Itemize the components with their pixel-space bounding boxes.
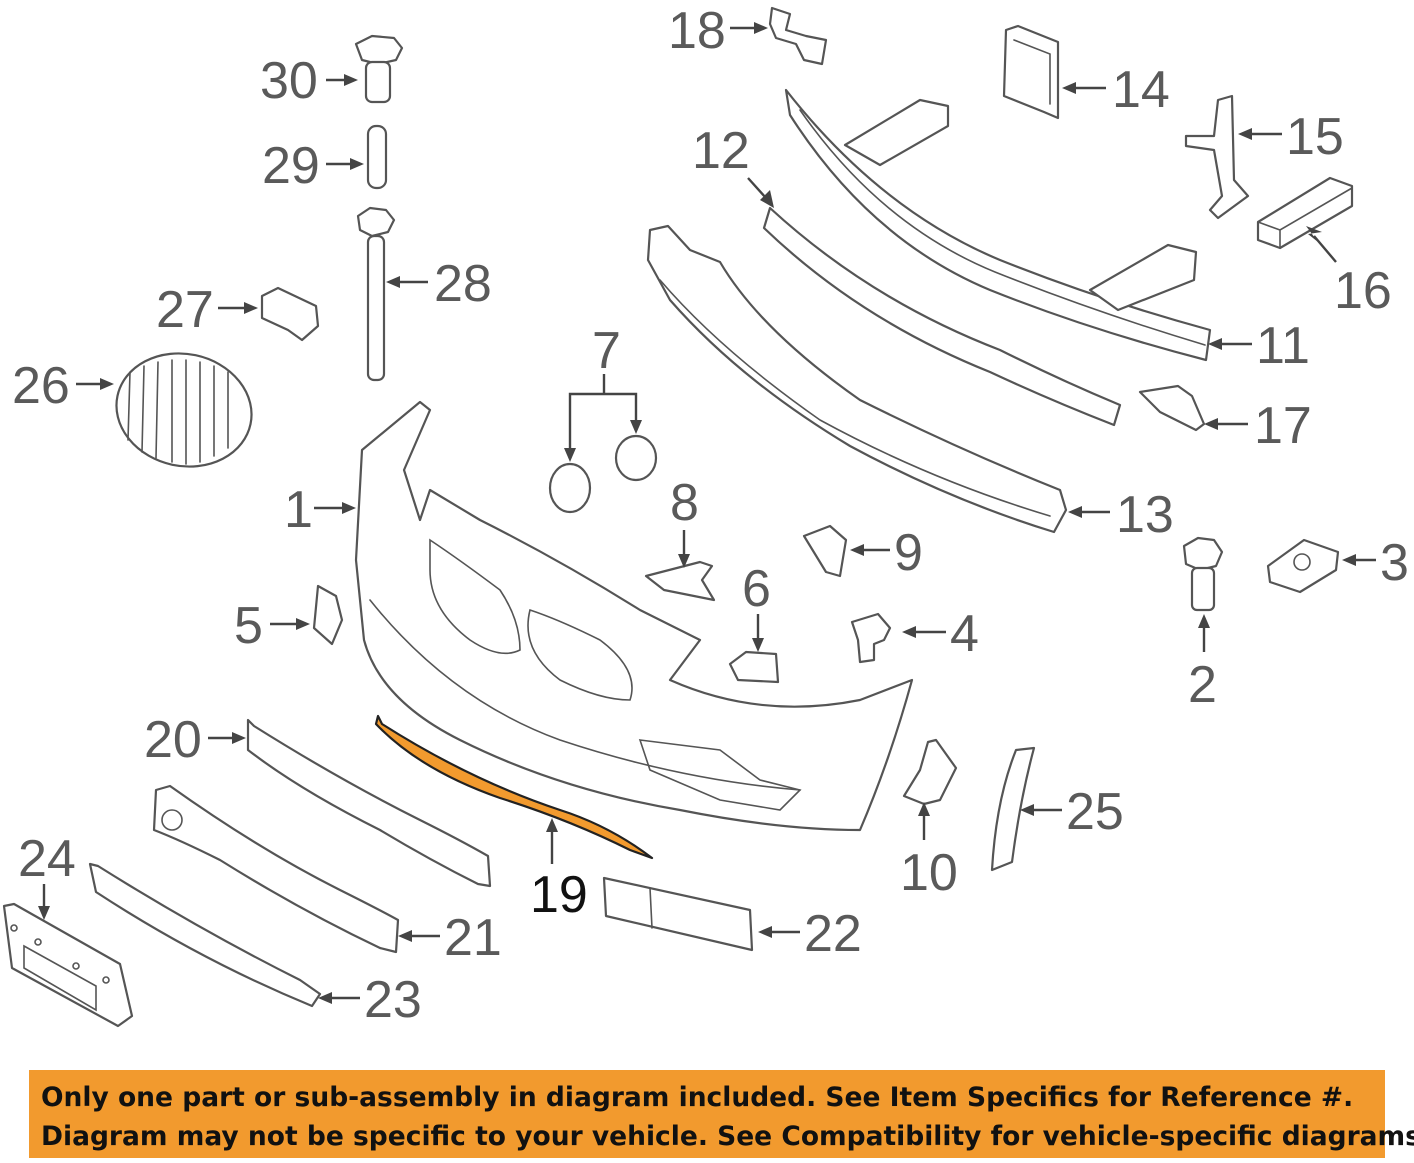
callout-25: 25: [1066, 783, 1124, 841]
part-29-pin: [366, 124, 388, 190]
callout-10: 10: [900, 844, 958, 902]
callout-27: 27: [156, 281, 214, 339]
callout-24: 24: [18, 830, 76, 888]
part-3-nut-plate: [1266, 538, 1340, 594]
callout-30: 30: [260, 52, 318, 110]
part-16-block: [1256, 176, 1354, 250]
callout-1: 1: [284, 481, 313, 539]
part-8-bracket: [644, 560, 716, 602]
part-14-bracket: [1002, 24, 1060, 120]
part-17-deflector: [1138, 384, 1206, 432]
part-4-nut: [850, 612, 892, 664]
callout-14: 14: [1112, 61, 1170, 119]
part-27-clip: [260, 286, 320, 342]
callout-22: 22: [804, 905, 862, 963]
part-2-screw: [1182, 536, 1224, 612]
disclaimer-banner: Only one part or sub-assembly in diagram…: [29, 1070, 1414, 1158]
part-15-bracket: [1184, 94, 1250, 220]
part-23-strip: [88, 862, 322, 1008]
part-30-bolt: [354, 34, 404, 104]
callout-29: 29: [262, 137, 320, 195]
callout-5: 5: [234, 597, 263, 655]
part-20-strip: [246, 718, 492, 888]
callout-13: 13: [1116, 486, 1174, 544]
callout-28: 28: [434, 255, 492, 313]
callout-3: 3: [1380, 534, 1409, 592]
part-28-bolt: [356, 206, 396, 382]
part-13-absorber: [646, 224, 1068, 534]
callout-21: 21: [444, 909, 502, 967]
callout-labels: 18 14 15 16 12 11 17 13 3 2 30 29 28 27 …: [12, 2, 1409, 1029]
callout-11: 11: [1256, 317, 1310, 375]
part-22-trim: [602, 876, 754, 952]
part-5-clip: [312, 584, 344, 646]
part-18-bracket: [768, 6, 828, 66]
callout-20: 20: [144, 711, 202, 769]
part-10-bracket: [902, 738, 958, 806]
callout-18: 18: [668, 2, 726, 60]
callout-2: 2: [1188, 656, 1217, 714]
part-1-bumper-cover: [354, 400, 914, 832]
callout-9: 9: [894, 524, 923, 582]
callout-16: 16: [1334, 262, 1392, 320]
callout-7: 7: [592, 322, 621, 380]
callout-15: 15: [1286, 108, 1344, 166]
callout-23: 23: [364, 971, 422, 1029]
part-24-plate-base: [2, 902, 134, 1028]
disclaimer-line-2: Diagram may not be specific to your vehi…: [41, 1121, 1414, 1152]
part-9-bracket: [802, 524, 848, 578]
part-12-strip: [762, 206, 1122, 427]
part-19-trim-strip: [374, 714, 654, 860]
part-25-trim: [990, 746, 1036, 872]
callout-12: 12: [692, 122, 750, 180]
leader-lines: [38, 22, 1376, 1004]
part-26-grille: [115, 352, 253, 468]
callout-8: 8: [670, 474, 699, 532]
callout-17: 17: [1254, 397, 1312, 455]
part-11-reinforcement: [784, 88, 1212, 362]
callout-19: 19: [530, 866, 588, 924]
part-6-bracket: [728, 650, 780, 684]
callout-6: 6: [742, 560, 771, 618]
part-7-stops: [548, 434, 658, 514]
disclaimer-line-1: Only one part or sub-assembly in diagram…: [41, 1082, 1354, 1113]
callout-26: 26: [12, 357, 70, 415]
part-21-fog-trim: [152, 784, 400, 954]
callout-4: 4: [950, 605, 979, 663]
